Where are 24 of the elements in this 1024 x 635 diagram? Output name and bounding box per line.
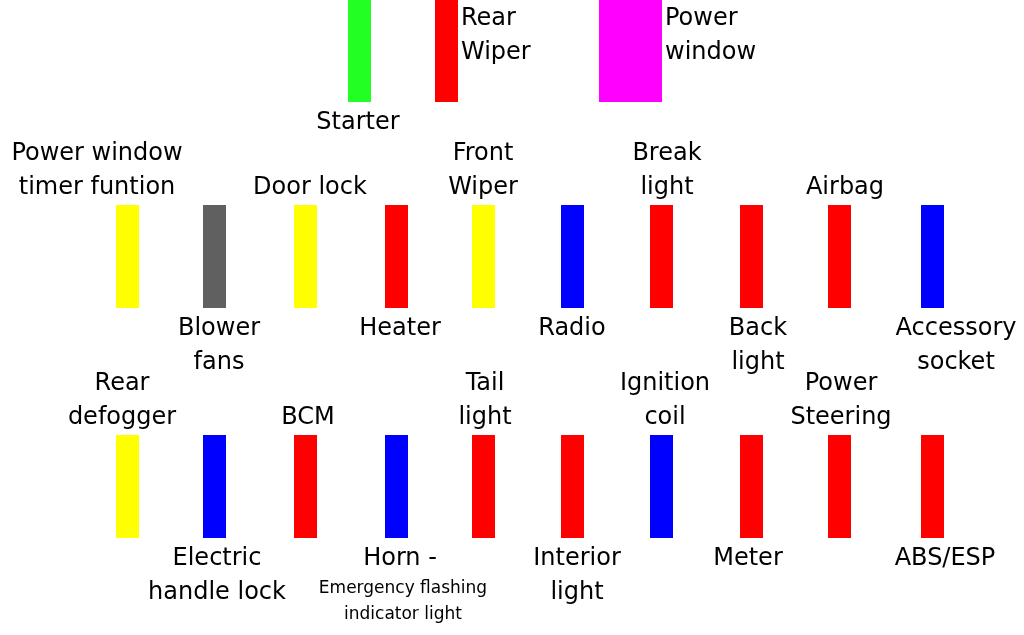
fuse-label: Power window timer funtion [10, 137, 184, 202]
fuse-label: Electric handle lock [147, 542, 287, 607]
fuse-label: Accessory socket [894, 312, 1018, 377]
fuse-label: Power window [665, 2, 758, 67]
fuse-label: Break light [631, 137, 703, 202]
fuse-label: Front Wiper [447, 137, 519, 202]
fuse-label: Starter [315, 106, 401, 137]
fuse-label: Emergency flashing indicator light [317, 576, 489, 625]
fuse-label: ABS/ESP [893, 542, 997, 573]
fuse-label: Heater [358, 312, 442, 343]
fuse-label: Interior light [532, 542, 622, 607]
fuse-label: Horn - [362, 542, 438, 573]
fuse-label: Door lock [252, 171, 368, 202]
fuse-label: Meter [712, 542, 784, 573]
fuse-label: Rear defogger [66, 367, 178, 432]
fuse-label: BCM [280, 401, 336, 432]
fuse-label: Tail light [457, 367, 513, 432]
fuse-label: Blower fans [176, 312, 262, 377]
fuse-label: Rear Wiper [461, 2, 532, 67]
fuse-label: Airbag [804, 171, 886, 202]
fuse-label: Back light [727, 312, 789, 377]
fuse-label: Ignition coil [618, 367, 712, 432]
fuse-label: Power Steering [789, 367, 893, 432]
fuse-label: Radio [537, 312, 607, 343]
